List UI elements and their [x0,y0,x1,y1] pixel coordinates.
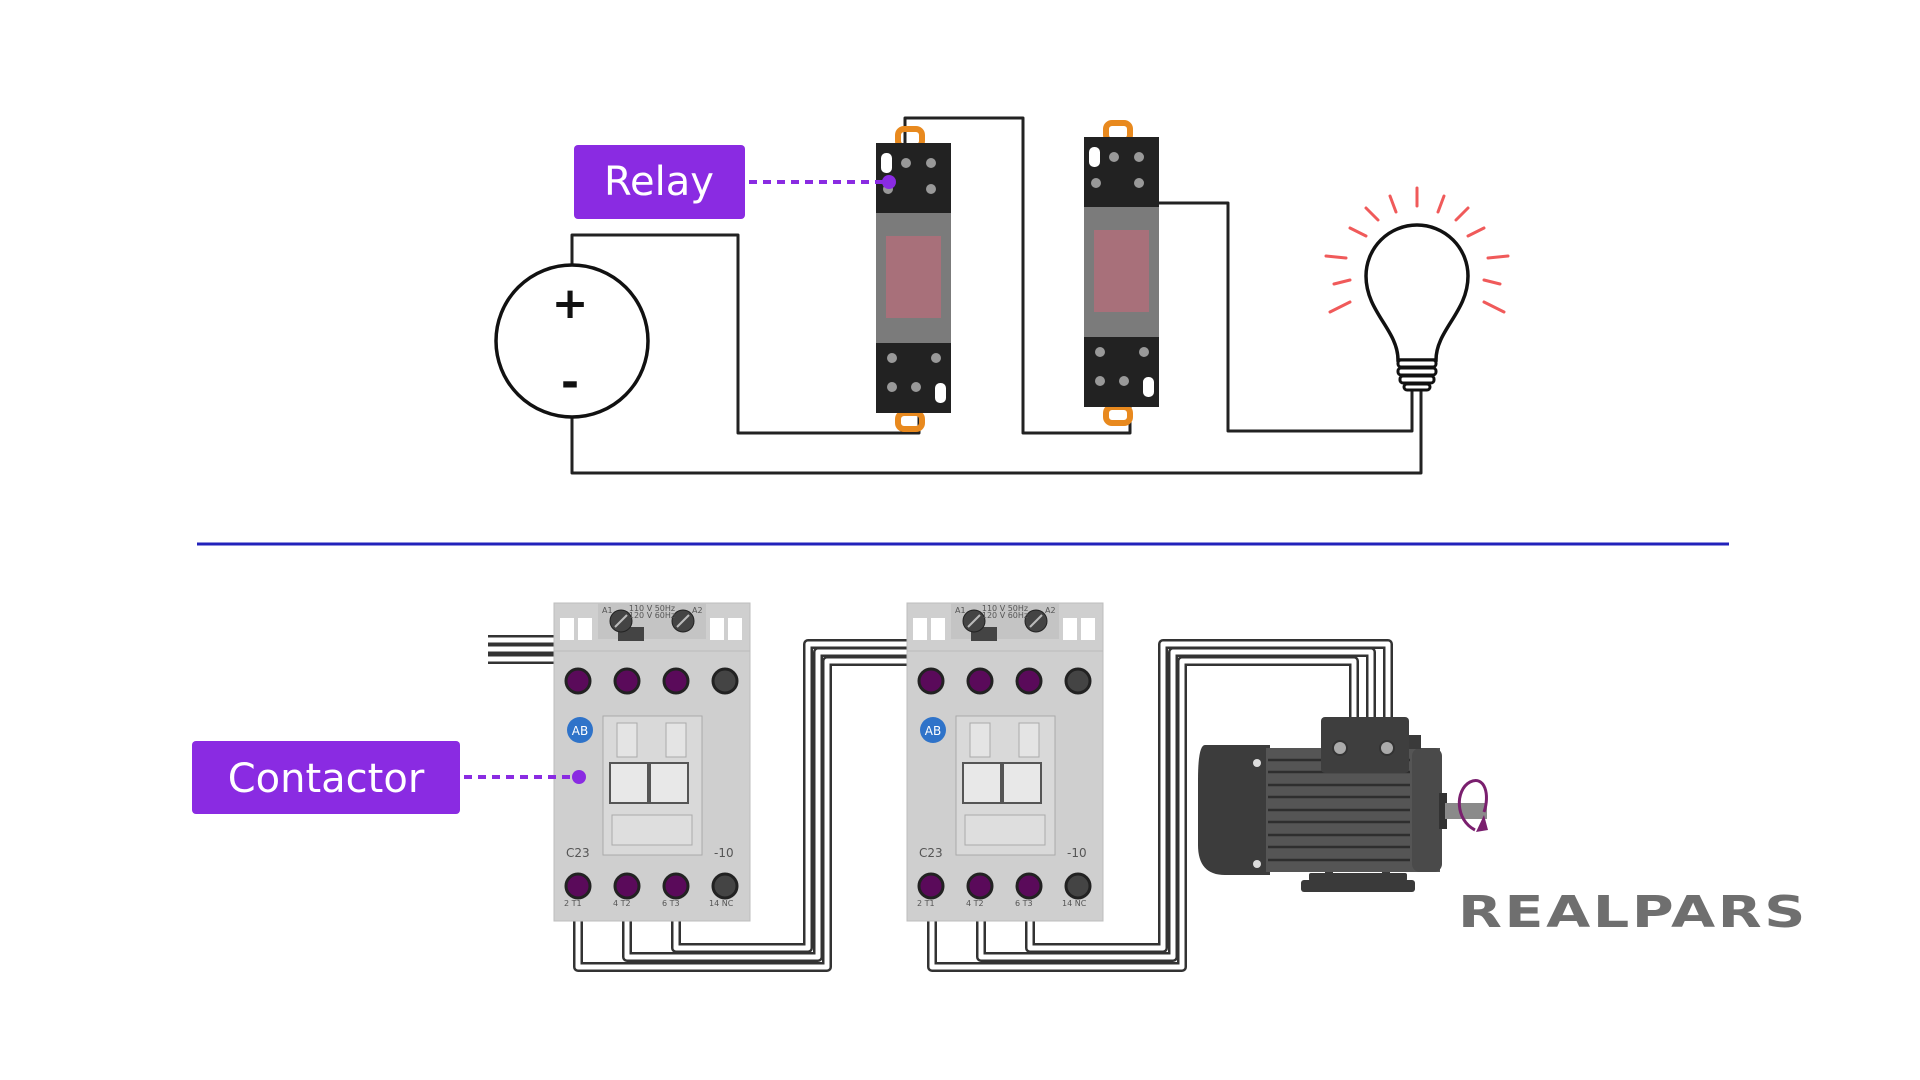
coil-rating: 120 V 60Hz [982,611,1028,620]
light-rays [1324,186,1510,314]
terminal-label: 2 T1 [564,899,582,908]
coil-terminal-a2: A2 [692,606,703,615]
battery-plus: + [552,278,589,329]
terminal-label: 6 T3 [662,899,680,908]
terminal-label: 6 T3 [1015,899,1033,908]
coil-terminal-a1: A1 [602,606,613,615]
contactor-label: Contactor [228,756,425,802]
coil-rating: 110 V 50Hz [629,604,675,613]
terminal-label: 2 T1 [917,899,935,908]
relay-label: Relay [604,159,714,205]
brand-logo: AB [572,724,588,738]
realpars-logo: REALPARS [1458,887,1808,938]
terminal-label: 14 NC [709,899,734,908]
terminal-label: 4 T2 [613,899,631,908]
coil-terminal-a1: A1 [955,606,966,615]
model-suffix: -10 [714,846,734,860]
battery-minus: - [561,357,579,408]
coil-terminal-a2: A2 [1045,606,1056,615]
terminal-label: 14 NC [1062,899,1087,908]
light-bulb-icon [1324,186,1510,392]
terminal-label: 4 T2 [966,899,984,908]
model-label: C23 [566,846,590,860]
brand-logo: AB [925,724,941,738]
coil-rating: 120 V 60Hz [629,611,675,620]
coil-rating: 110 V 50Hz [982,604,1028,613]
model-suffix: -10 [1067,846,1087,860]
relay-1 [876,126,951,432]
relay-callout: Relay [574,145,896,219]
motor-icon [1198,717,1488,892]
contactor-callout: Contactor [192,741,586,814]
dc-source: + - [494,263,650,419]
model-label: C23 [919,846,943,860]
relay-2 [1084,120,1159,426]
